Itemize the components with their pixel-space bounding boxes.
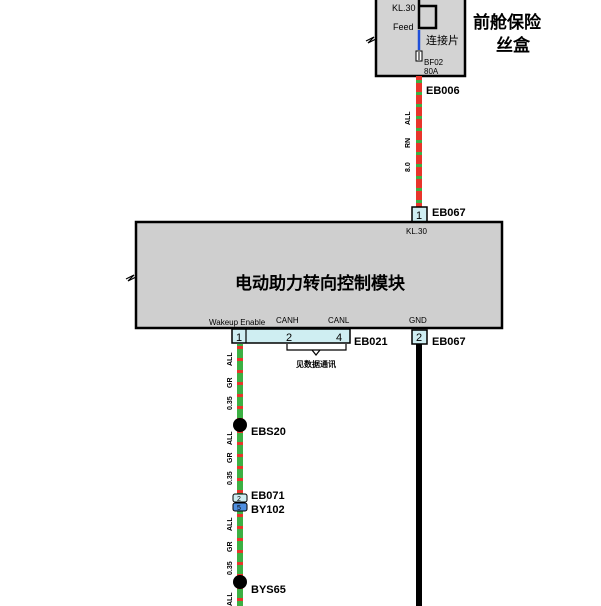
wire-c-size: 0.35 <box>227 561 234 575</box>
can-bracket-tip <box>311 349 321 356</box>
connector-eb071: EB071 <box>251 490 285 502</box>
fuse-id-label: BF02 <box>424 58 444 67</box>
splice-ebs20-label: EBS20 <box>251 426 286 438</box>
connector-eb021: EB021 <box>354 336 388 348</box>
fuse-box-title-line2: 丝盒 <box>496 35 531 55</box>
connector-eb021-box <box>231 328 351 344</box>
wire-c-color: GR <box>227 542 234 553</box>
wire-b-size: 0.35 <box>227 471 234 485</box>
pin-gnd-label: GND <box>409 316 427 325</box>
fuse-box: KL.30 Feed 连接片 BF02 80A <box>365 0 467 78</box>
link-piece-label: 连接片 <box>426 34 459 47</box>
connector-by102: BY102 <box>251 504 285 516</box>
inline-pin-bottom: 5 <box>237 505 241 512</box>
eb021-pin1: 1 <box>236 332 242 344</box>
splice-bys65-label: BYS65 <box>251 584 286 596</box>
module-title: 电动助力转向控制模块 <box>235 273 406 293</box>
can-note: 见数据通讯 <box>296 359 336 369</box>
fuse-feed-label: Feed <box>393 22 414 32</box>
fuse-rating-label: 80A <box>424 67 439 76</box>
wire-b-all: ALL <box>227 431 234 445</box>
pin-canl-label: CANL <box>328 316 350 325</box>
wire-a-color: GR <box>227 378 234 389</box>
eps-module-box <box>134 220 504 330</box>
wire-a-all: ALL <box>227 352 234 366</box>
eb021-pin2: 2 <box>286 332 292 344</box>
connector-eb006: EB006 <box>426 85 460 97</box>
pin1-kl30-label: KL.30 <box>406 227 427 236</box>
eb021-pin4: 4 <box>336 332 342 344</box>
power-wire-spec-size: 8.0 <box>405 162 412 172</box>
can-bracket <box>286 344 347 351</box>
fuse-feed-bracket <box>417 0 438 30</box>
wire-d-all: ALL <box>227 592 234 606</box>
connector-eb067-top: EB067 <box>432 207 466 219</box>
wire-c-all: ALL <box>227 517 234 531</box>
pin-wakeup-label: Wakeup Enable <box>209 318 266 327</box>
splice-ebs20 <box>233 418 247 432</box>
wire-a-size: 0.35 <box>227 396 234 410</box>
gnd-pin-number: 2 <box>416 332 422 344</box>
connector-eb067-bottom: EB067 <box>432 336 466 348</box>
fuse-kl30-label: KL.30 <box>392 3 416 13</box>
pin-canh-label: CANH <box>276 316 299 325</box>
power-wire-spec-all: ALL <box>405 111 412 125</box>
inline-pin-top: 2 <box>237 496 241 503</box>
pin1-number: 1 <box>416 210 422 222</box>
inline-connector: 2 5 <box>232 493 248 512</box>
splice-bys65 <box>233 575 247 589</box>
module-continuation-mark <box>125 274 137 282</box>
fuse-box-title-line1: 前舱保险 <box>473 12 542 32</box>
wire-b-color: GR <box>227 453 234 464</box>
power-wire-spec-color: RN <box>405 138 412 148</box>
fuse-box-continuation-mark <box>365 36 377 44</box>
